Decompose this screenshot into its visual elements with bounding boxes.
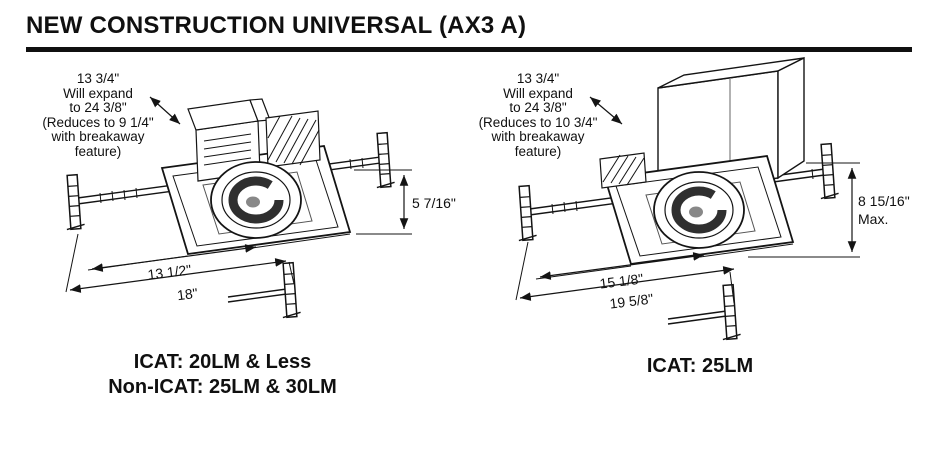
width-dim-inner-label: 15 1/8" [599, 270, 645, 291]
height-dim-suffix-label: Max. [858, 211, 888, 227]
height-dimension: 5 7/16" [354, 169, 456, 235]
figure-caption-line: ICAT: 25LM [646, 355, 754, 377]
note-line: 13 3/4" [516, 71, 560, 86]
note-line: feature) [74, 143, 122, 159]
mounting-bracket [62, 173, 86, 231]
title-underline [26, 47, 912, 52]
width-dimension-outer: 18" [65, 233, 295, 303]
figure-caption-line: ICAT: 20LM & Less [133, 351, 312, 373]
mounting-bracket [816, 142, 840, 200]
figure-caption-left: ICAT: 20LM & Less Non-ICAT: 25LM & 30LM [55, 350, 390, 400]
mounting-bracket [372, 131, 396, 189]
figure-caption-right: ICAT: 25LM [555, 354, 845, 379]
hatched-panel [265, 110, 321, 168]
height-dimension: 8 15/16" Max. [748, 162, 910, 258]
note-line: feature) [514, 143, 562, 159]
height-dim-label: 8 15/16" [858, 193, 910, 209]
page-title: NEW CONSTRUCTION UNIVERSAL (AX3 A) [26, 12, 527, 39]
hanger-bar-near [667, 309, 735, 325]
note-line: 13 3/4" [76, 71, 120, 86]
expand-dimension-arrow [149, 96, 181, 125]
note-line: with breakaway [491, 129, 585, 144]
figure-right-housing: 8 15/16" Max. 15 1/8" 19 5/8" [514, 56, 910, 341]
note-line: (Reduces to 9 1/4" [42, 114, 154, 130]
hanger-bar-near [227, 287, 295, 303]
figure-left-housing: 5 7/16" 13 1/2" 18" [62, 96, 456, 319]
trim-opening [210, 161, 302, 239]
width-dim-inner-label: 13 1/2" [147, 261, 193, 282]
expand-note-left: 13 3/4" Will expand to 24 3/8" (Reduces … [28, 71, 168, 159]
note-line: Will expand [503, 85, 573, 101]
note-line: (Reduces to 10 3/4" [478, 114, 598, 130]
width-dimension-outer: 19 5/8" [515, 241, 735, 312]
note-line: Will expand [63, 85, 133, 101]
hatched-panel [599, 152, 647, 189]
width-dim-outer-label: 19 5/8" [609, 290, 655, 311]
mounting-bracket [514, 184, 538, 242]
note-line: to 24 3/8" [69, 100, 127, 115]
height-dim-label: 5 7/16" [412, 195, 456, 211]
trim-opening [653, 171, 745, 249]
expand-note-right: 13 3/4" Will expand to 24 3/8" (Reduces … [464, 71, 612, 159]
width-dim-outer-label: 18" [176, 285, 198, 303]
figure-caption-line: Non-ICAT: 25LM & 30LM [108, 376, 337, 398]
expand-dimension-arrow [589, 96, 623, 125]
note-line: with breakaway [51, 129, 145, 144]
note-line: to 24 3/8" [509, 100, 567, 115]
